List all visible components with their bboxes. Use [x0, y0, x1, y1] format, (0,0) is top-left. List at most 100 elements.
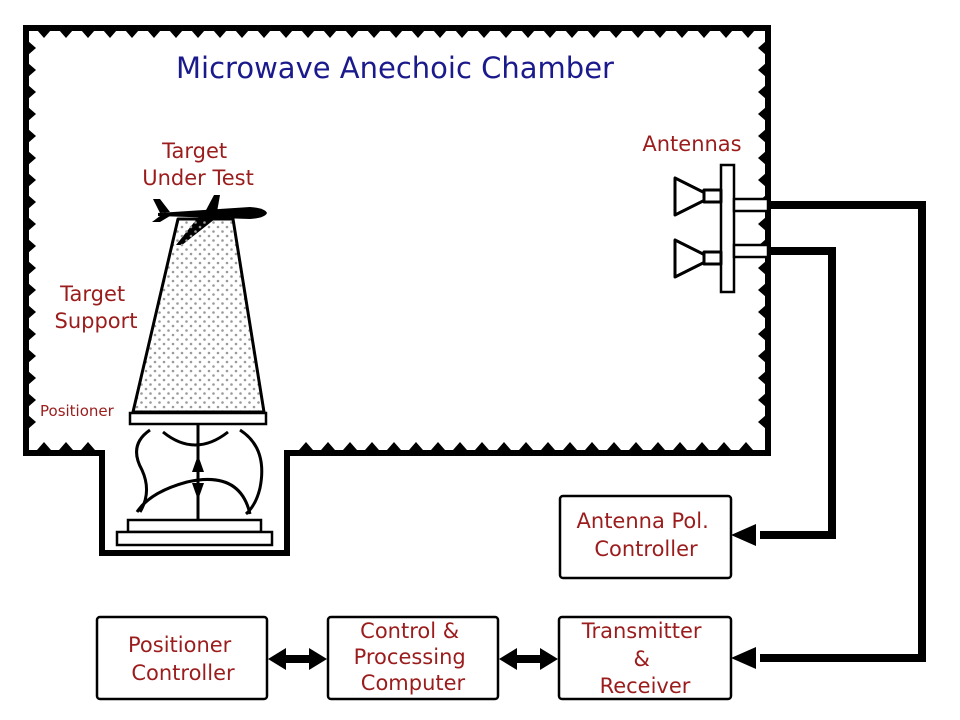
absorber-wedge	[28, 305, 36, 319]
absorber-wedge	[453, 442, 467, 450]
antenna-feed-upper	[732, 197, 770, 213]
absorber-wedge	[607, 442, 621, 450]
absorber-wedge	[758, 393, 766, 407]
absorber-wedge	[301, 30, 315, 38]
absorber-wedge	[431, 442, 445, 450]
target-support-label: Target Support	[54, 282, 137, 333]
absorber-wedge	[279, 30, 293, 38]
absorber-wedge	[28, 393, 36, 407]
absorber-wedge	[169, 30, 183, 38]
positioner-base-top	[126, 518, 263, 534]
absorber-wedge	[475, 442, 489, 450]
absorber-wedge	[213, 30, 227, 38]
absorber-wedge	[758, 327, 766, 341]
target-support-column	[131, 217, 266, 414]
absorber-wedge	[411, 30, 425, 38]
arrowhead-pol-controller	[731, 524, 756, 546]
absorber-wedge	[28, 349, 36, 363]
absorber-wedge	[28, 327, 36, 341]
absorber-wedge	[758, 349, 766, 363]
antenna-pol-controller-box	[558, 494, 733, 580]
absorber-wedge	[28, 217, 36, 231]
positioner-controller-line-1: Positioner	[128, 633, 232, 657]
absorber-wedge	[37, 442, 51, 450]
absorber-wedge	[455, 30, 469, 38]
absorber-wedge	[758, 151, 766, 165]
absorber-wedge	[387, 442, 401, 450]
computer-line-1: Control &	[360, 619, 459, 643]
absorber-wedge	[758, 415, 766, 429]
cable-upper-antenna-to-transceiver	[760, 201, 926, 662]
positioner-plate	[128, 411, 268, 426]
support-label-line-2: Support	[54, 309, 137, 333]
absorber-wedge	[37, 30, 51, 38]
positioner-controller-line-2: Controller	[131, 661, 235, 685]
absorber-wedge	[519, 442, 533, 450]
absorber-wedge	[717, 442, 731, 450]
absorber-wedge	[257, 30, 271, 38]
antenna-pol-controller-label: Antenna Pol. Controller	[577, 509, 716, 561]
absorber-wedge	[345, 30, 359, 38]
absorber-wedge	[758, 261, 766, 275]
absorber-wedge	[739, 442, 753, 450]
absorber-wedge	[28, 173, 36, 187]
absorber-wedge	[673, 442, 687, 450]
pol-controller-line-2: Controller	[594, 537, 698, 561]
absorber-wedge	[409, 442, 423, 450]
absorber-wedge	[433, 30, 447, 38]
absorber-wedge	[28, 41, 36, 55]
control-processing-computer-box	[326, 615, 500, 701]
antenna-horn-upper-icon	[673, 176, 723, 217]
absorber-wedge	[28, 283, 36, 297]
absorber-wedge	[585, 442, 599, 450]
absorber-wedge	[191, 30, 205, 38]
antenna-horn-lower-icon	[673, 238, 723, 279]
absorber-wedge	[631, 30, 645, 38]
absorber-wedge	[28, 129, 36, 143]
control-processing-computer-label: Control & Processing Computer	[354, 619, 473, 695]
antenna-feed-lower	[732, 243, 770, 259]
absorber-wedge	[59, 442, 73, 450]
absorber-wedge	[587, 30, 601, 38]
computer-line-2: Processing	[354, 645, 466, 669]
antennas-label: Antennas	[642, 132, 741, 156]
absorber-wedge	[28, 261, 36, 275]
absorber-wedge	[477, 30, 491, 38]
absorber-wedge	[147, 30, 161, 38]
absorber-wedge	[28, 239, 36, 253]
target-under-test-label: Target Under Test	[142, 139, 254, 190]
absorber-wedge	[758, 63, 766, 77]
pol-controller-line-1: Antenna Pol.	[577, 509, 709, 533]
absorber-wedge	[741, 30, 755, 38]
computer-line-3: Computer	[361, 671, 466, 695]
absorber-wedge	[299, 442, 313, 450]
absorber-wedge	[719, 30, 733, 38]
chamber-title: Microwave Anechoic Chamber	[176, 51, 614, 85]
transmitter-receiver-label: Transmitter & Receiver	[581, 619, 709, 698]
double-arrow-positioner-computer	[268, 648, 327, 670]
absorber-wedge	[521, 30, 535, 38]
absorber-wedge	[28, 63, 36, 77]
support-label-line-1: Target	[59, 282, 125, 306]
arrowhead-transceiver	[731, 647, 756, 669]
target-label-line-2: Under Test	[142, 166, 254, 190]
absorber-wedge	[758, 129, 766, 143]
absorber-wedge	[758, 283, 766, 297]
absorber-wedge	[28, 195, 36, 209]
cable-lower-antenna-to-pol-controller	[760, 247, 836, 539]
absorber-wedge	[541, 442, 555, 450]
absorber-wedge	[103, 30, 117, 38]
positioner-base-bottom	[115, 530, 274, 547]
absorber-wedge	[323, 30, 337, 38]
absorber-wedge	[758, 371, 766, 385]
target-label-line-1: Target	[161, 139, 227, 163]
absorber-wedge	[653, 30, 667, 38]
absorber-wedge	[758, 41, 766, 55]
absorber-wedge	[758, 85, 766, 99]
absorber-wedge	[695, 442, 709, 450]
positioner-controller-label: Positioner Controller	[128, 633, 238, 685]
transceiver-line-2: &	[633, 647, 649, 671]
chamber-wall	[23, 25, 771, 556]
absorber-wedge	[59, 30, 73, 38]
absorber-wedge	[81, 30, 95, 38]
